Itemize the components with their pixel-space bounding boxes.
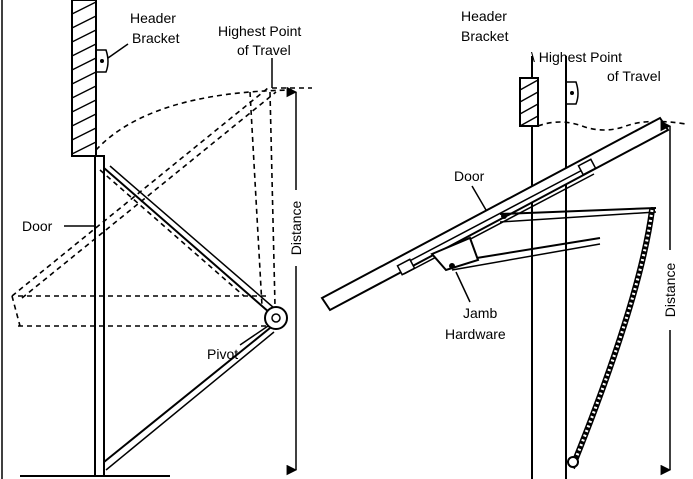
left-header-label: Header <box>130 10 176 26</box>
right-header-label: Header <box>461 8 507 24</box>
right-hardware-label: Hardware <box>445 326 506 342</box>
left-door-label: Door <box>22 218 53 234</box>
right-bracket-label: Bracket <box>461 28 509 44</box>
right-jamb-hardware-plate <box>430 236 480 272</box>
left-of-travel-label: of Travel <box>237 42 291 58</box>
right-upper-arm <box>499 207 657 215</box>
right-jamb-label: Jamb <box>463 305 497 321</box>
left-lower-arm <box>103 327 271 463</box>
left-header-bracket <box>96 49 109 73</box>
left-travel-arc <box>95 89 293 151</box>
right-spring <box>569 209 655 470</box>
left-bracket-label: Bracket <box>132 30 180 46</box>
right-highest-point-label: \ Highest Point <box>531 49 622 65</box>
left-door-open-dashed-upper <box>11 87 269 297</box>
right-travel-line <box>537 120 687 131</box>
right-door-label: Door <box>454 168 485 184</box>
right-diagram: Distance Header Bracket \ Highest Point … <box>320 8 687 479</box>
left-pivot-label: Pivot <box>207 346 238 362</box>
left-distance-label: Distance <box>288 201 304 256</box>
header-wall-hatch <box>71 0 97 157</box>
right-of-travel-label: of Travel <box>607 68 661 84</box>
left-upper-arm <box>103 167 271 314</box>
left-diagram: Distance Header Bracket Highest Point of… <box>1 0 312 479</box>
left-door-closed <box>94 155 105 477</box>
right-header-bracket <box>566 81 579 105</box>
right-header-wall-hatch <box>519 77 539 127</box>
left-highest-point-label: Highest Point <box>218 23 301 39</box>
right-distance-label: Distance <box>662 263 678 318</box>
left-arm-dashed <box>249 91 263 307</box>
